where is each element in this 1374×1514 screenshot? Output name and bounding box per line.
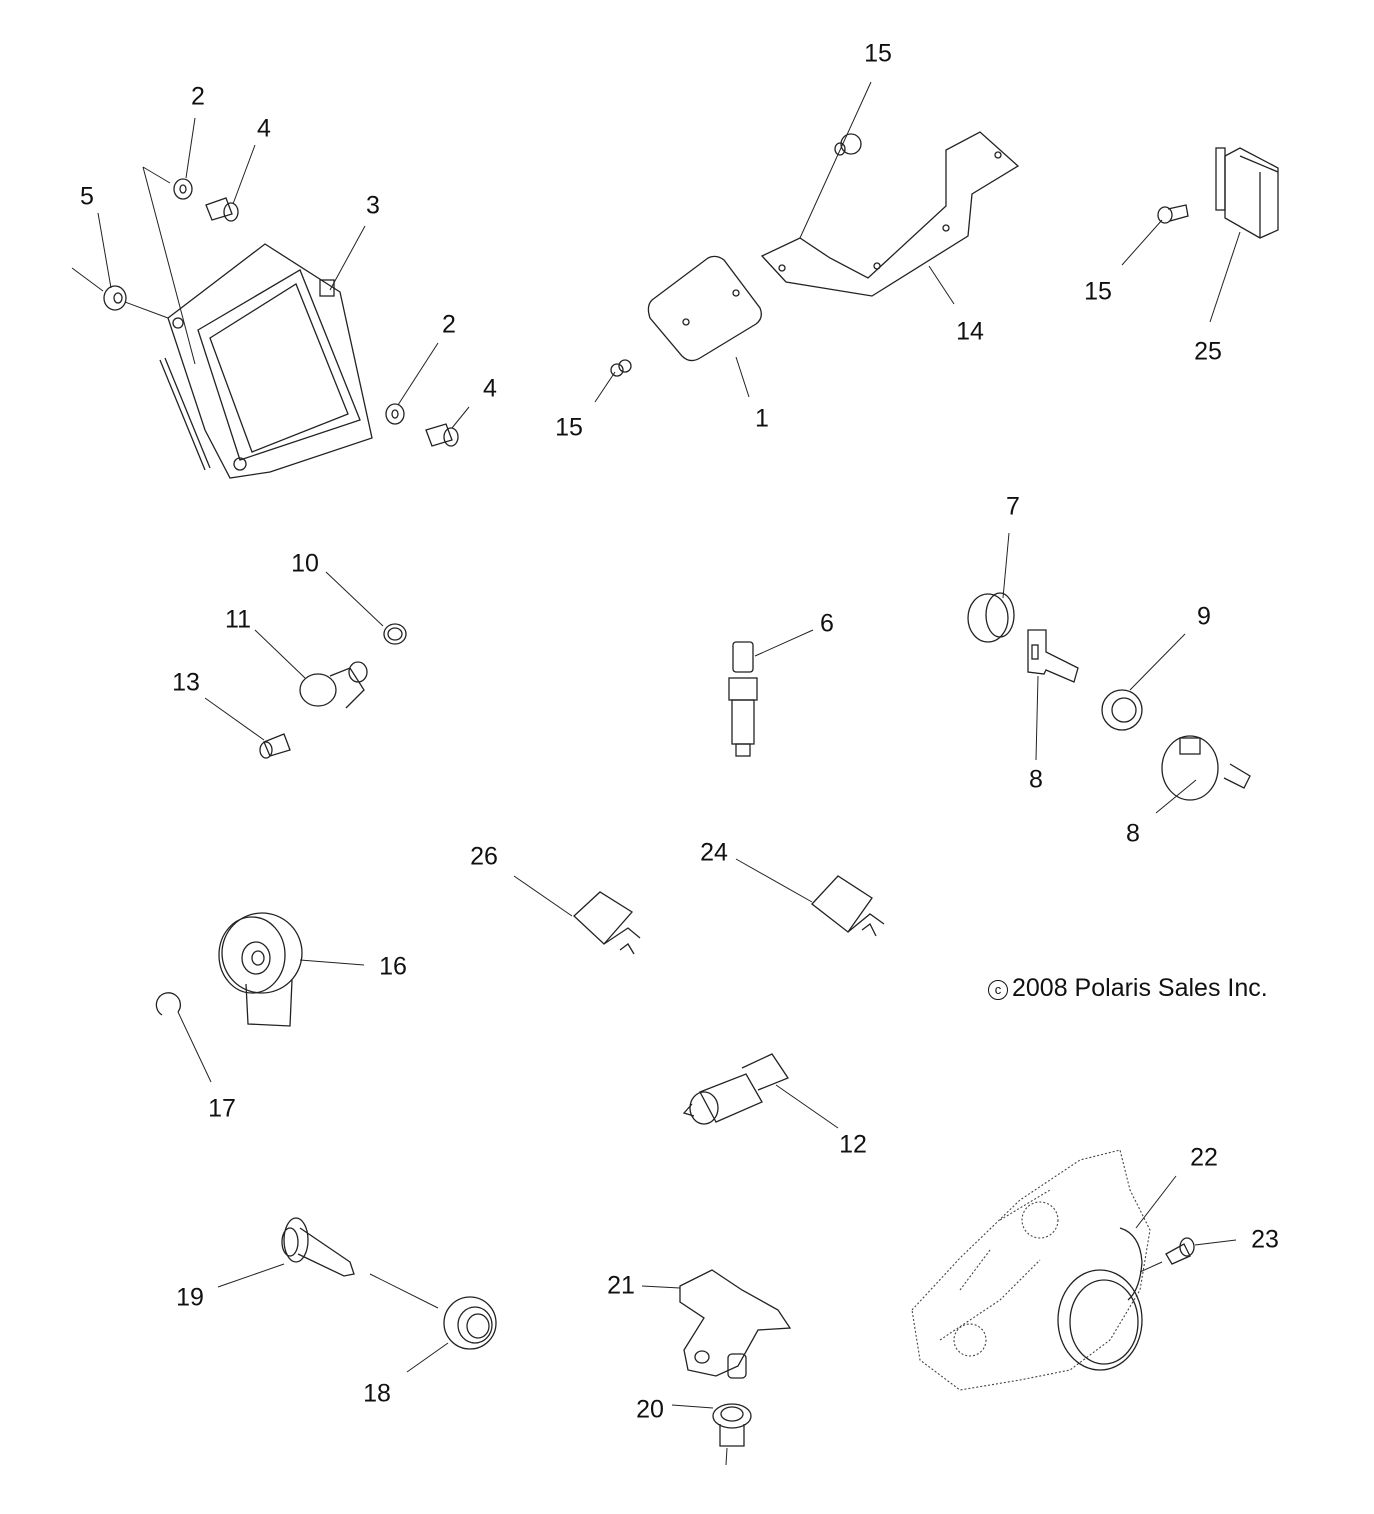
callout-18: 18: [363, 1379, 391, 1408]
speed-sensor-part: [299, 661, 368, 709]
callout-15: 15: [864, 39, 892, 68]
clip-part: [1027, 629, 1079, 683]
sensor-part: [1161, 735, 1251, 801]
callout-5: 5: [80, 182, 94, 211]
grommet-part: [103, 285, 127, 311]
callout-3: 3: [366, 191, 380, 220]
throttle-position-sensor-part: [1057, 1227, 1143, 1371]
copyright-text: 2008 Polaris Sales Inc.: [1012, 974, 1268, 1002]
washer-part: [385, 403, 405, 425]
relay-block-part: [1215, 147, 1279, 239]
copyright-icon: c: [988, 980, 1008, 1000]
callout-9: 9: [1197, 602, 1211, 631]
callout-1: 1: [755, 404, 769, 433]
relay-part: [573, 891, 641, 955]
leader-lines: [217, 1263, 449, 1373]
callout-2: 2: [442, 310, 456, 339]
module-cover-part: [647, 255, 762, 362]
callout-14: 14: [956, 317, 984, 346]
throttle-body-part: [911, 1149, 1151, 1391]
callout-8: 8: [1126, 819, 1140, 848]
leader-lines: [754, 629, 814, 657]
map-sensor-part: [679, 1269, 792, 1379]
leader-lines: [71, 117, 470, 429]
callout-6: 6: [820, 609, 834, 638]
leader-lines: [775, 1084, 839, 1129]
plug-part: [712, 1403, 752, 1447]
leader-lines: [1121, 219, 1241, 323]
leader-lines: [641, 1285, 728, 1466]
callout-26: 26: [470, 842, 498, 871]
sensor-part: [281, 1217, 355, 1277]
ecu-module-part: [159, 243, 373, 479]
callout-23: 23: [1251, 1225, 1279, 1254]
leader-lines: [594, 81, 955, 403]
leader-lines: [1135, 1175, 1237, 1273]
callout-16: 16: [379, 952, 407, 981]
callout-20: 20: [636, 1395, 664, 1424]
leader-lines: [177, 959, 365, 1083]
o-ring-part: [383, 623, 407, 645]
callout-4: 4: [257, 114, 271, 143]
callout-24: 24: [700, 838, 728, 867]
callout-7: 7: [1006, 492, 1020, 521]
callout-15: 15: [1084, 277, 1112, 306]
screw-part: [205, 197, 239, 222]
leader-lines: [513, 858, 813, 917]
callout-4: 4: [483, 374, 497, 403]
callout-11: 11: [225, 605, 251, 634]
leader-lines: [204, 571, 384, 741]
callout-8: 8: [1029, 765, 1043, 794]
callout-22: 22: [1190, 1143, 1218, 1172]
screw-part: [425, 423, 459, 447]
callout-25: 25: [1194, 337, 1222, 366]
callout-13: 13: [172, 668, 200, 697]
leader-lines: [1002, 532, 1197, 814]
callout-2: 2: [191, 82, 205, 111]
callout-10: 10: [291, 549, 319, 578]
e-clip-part: [155, 992, 181, 1016]
callout-12: 12: [839, 1130, 867, 1159]
sensor-cap-part: [967, 592, 1015, 643]
mounting-bracket-part: [760, 131, 1020, 297]
callout-17: 17: [208, 1094, 236, 1123]
screw-part: [1165, 1237, 1195, 1265]
screw-part: [259, 733, 291, 759]
washer-part: [173, 178, 193, 200]
relay-part: [811, 875, 885, 937]
temperature-sensor-part: [682, 1053, 789, 1125]
knock-sensor-part: [218, 912, 303, 1027]
sensor-stud-part: [728, 641, 758, 757]
nut-part: [1101, 689, 1143, 731]
rivet-part: [610, 359, 632, 377]
callout-21: 21: [607, 1271, 635, 1300]
rivet-part: [834, 133, 862, 156]
callout-19: 19: [176, 1283, 204, 1312]
grommet-part: [443, 1296, 497, 1350]
callout-15: 15: [555, 413, 583, 442]
rivet-part: [1157, 204, 1189, 224]
